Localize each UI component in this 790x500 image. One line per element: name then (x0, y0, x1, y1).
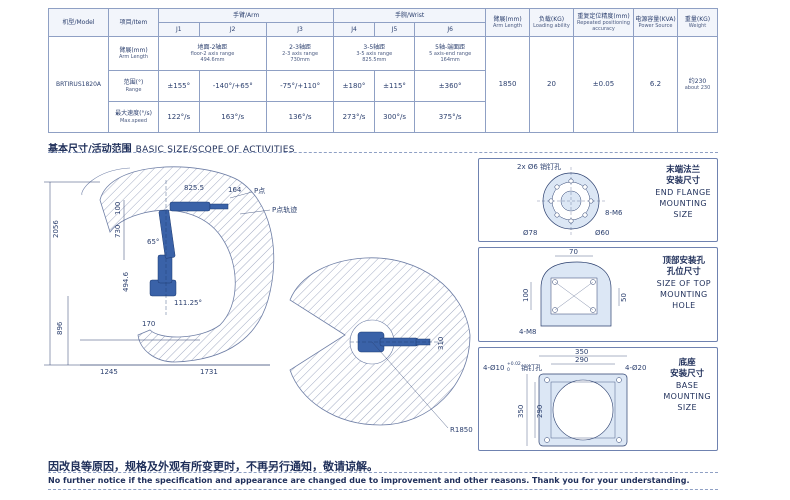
side-dimension-lines (44, 181, 270, 366)
spec-table: 机型/Model 项目/Item 手臂/Arm 手腕/Wrist 臂展(mm)A… (48, 8, 718, 133)
label-p-track: P点轨迹 (272, 205, 297, 214)
range-j1: ±155° (158, 70, 200, 102)
base-pin-tol-upper: +0.02 (507, 361, 521, 367)
row-label-armlen: 臂展(mm)Arm Length (108, 36, 159, 71)
range-j5: ±115° (373, 70, 416, 102)
header-item: 项目/Item (108, 8, 159, 37)
header-model: 机型/Model (48, 8, 109, 37)
dim-170: 170 (142, 320, 155, 328)
speed-j3: 136°/s (265, 101, 335, 133)
base-dim-290-top: 290 (575, 356, 588, 364)
section-rule (48, 152, 718, 153)
header-arm: 手臂/Arm (157, 8, 335, 23)
dim-100: 100 (114, 202, 122, 215)
repeat-value: ±0.05 (573, 36, 634, 133)
notice-en: No further notice if the specification a… (48, 476, 690, 485)
top-dim-70: 70 (569, 248, 578, 256)
base-pin-hole-dia: 4-Ø10 (483, 364, 504, 372)
dim-164: 164 (228, 186, 242, 194)
flange-d60: Ø60 (595, 229, 609, 237)
dim-2056: 2056 (52, 220, 60, 238)
flange-m6: 8-M6 (605, 209, 623, 217)
base-pin-tol-lower: 0 (507, 367, 510, 373)
dim-1731: 1731 (200, 368, 218, 376)
angle-65: 65° (147, 238, 159, 246)
base-panel: 350 290 4-Ø10 +0.02 0 销钉孔 4-Ø20 350 290 … (478, 347, 718, 451)
flange-title: 末端法兰 安装尺寸 END FLANGE MOUNTING SIZE (655, 165, 711, 219)
dim-1245: 1245 (100, 368, 118, 376)
top-m8: 4-M8 (519, 328, 536, 336)
base-title: 底座 安装尺寸 BASE MOUNTING SIZE (663, 358, 711, 412)
base-dim-4-20: 4-Ø20 (625, 364, 646, 372)
range-j6: ±360° (414, 70, 486, 102)
flange-drawing: 2x Ø6 销钉孔 8-M6 Ø78 Ø60 (517, 162, 623, 237)
header-j2: J2 (198, 22, 267, 37)
notice-divider (48, 472, 718, 473)
footer-divider (48, 489, 718, 490)
speed-j2: 163°/s (198, 101, 267, 133)
dim-730: 730 (114, 225, 122, 238)
row-label-range: 范围(°)Range (108, 70, 159, 102)
base-dim-290-left: 290 (536, 405, 544, 418)
side-robot-arm (149, 201, 229, 297)
base-dim-350-left: 350 (517, 405, 525, 418)
side-envelope-outer (81, 167, 131, 196)
flange-pin-holes: 2x Ø6 销钉孔 (517, 162, 561, 171)
top-mount-panel: 70 100 50 4-M8 顶部安装孔 孔位尺寸 SIZE OF TOP MO… (478, 247, 718, 342)
angle-111: 111.25° (174, 299, 202, 307)
header-weight: 重量(KG)Weight (677, 8, 718, 37)
dim-825: 825.5 (184, 184, 204, 192)
dim-r1850: R1850 (450, 426, 473, 434)
arm-length-value: 1850 (485, 36, 530, 133)
dim-896: 896 (56, 321, 64, 335)
base-dim-350-top: 350 (575, 348, 588, 356)
side-work-envelope (99, 166, 275, 363)
base-drawing: 350 290 4-Ø10 +0.02 0 销钉孔 4-Ø20 350 290 (483, 348, 646, 447)
notice-cn: 因改良等原因，规格及外观有所变更时，不再另行通知，敬请谅解。 (48, 460, 378, 473)
speed-j6: 375°/s (414, 101, 486, 133)
power-value: 6.2 (633, 36, 678, 133)
top-dim-100: 100 (522, 289, 530, 302)
base-pin-hole-label: 销钉孔 (521, 363, 542, 372)
top-mount-drawing: 70 100 50 4-M8 (519, 248, 628, 336)
dim-494: 494.6 (122, 271, 130, 292)
row-label-speed: 最大速度(°/s)Max.speed (108, 101, 159, 133)
header-load: 负载(KG)Loading ability (529, 8, 574, 37)
speed-j1: 122°/s (158, 101, 200, 133)
header-power: 电源容量(KVA)Power Source (633, 8, 678, 37)
top-dim-50: 50 (620, 293, 628, 302)
header-j6: J6 (414, 22, 486, 37)
speed-j4: 273°/s (333, 101, 375, 133)
speed-j5: 300°/s (373, 101, 416, 133)
flange-d78: Ø78 (523, 229, 537, 237)
top-mount-title: 顶部安装孔 孔位尺寸 SIZE OF TOP MOUNTING HOLE (656, 256, 711, 310)
flange-panel: 2x Ø6 销钉孔 8-M6 Ø78 Ø60 末端法兰 安装尺寸 END FLA… (478, 158, 718, 242)
dim-310: 310 (437, 337, 445, 350)
label-p-point: P点 (254, 187, 265, 195)
